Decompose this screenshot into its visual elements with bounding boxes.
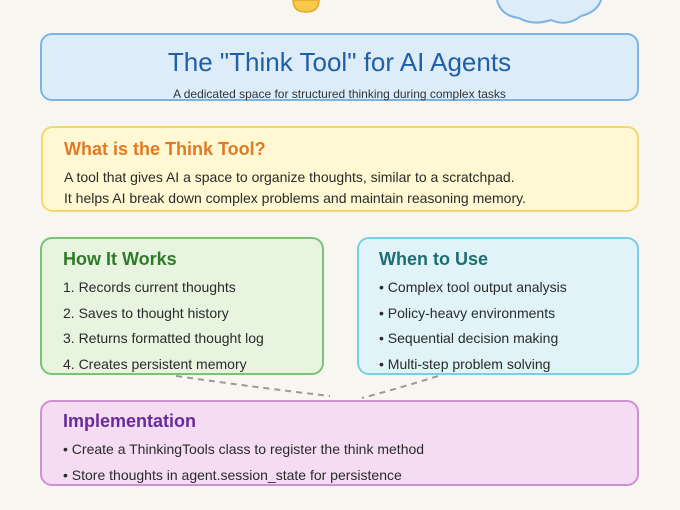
implementation-list: • Create a ThinkingTools class to regist… bbox=[63, 439, 424, 490]
list-item: • Create a ThinkingTools class to regist… bbox=[63, 439, 424, 465]
list-item: • Multi-step problem solving bbox=[379, 354, 567, 380]
list-item: 4. Creates persistent memory bbox=[63, 354, 264, 380]
list-item: • Policy-heavy environments bbox=[379, 303, 567, 329]
list-item: • Store thoughts in agent.session_state … bbox=[63, 465, 424, 491]
what-line-2: It helps AI break down complex problems … bbox=[64, 188, 526, 208]
what-line-1: A tool that gives AI a space to organize… bbox=[64, 167, 515, 187]
implementation-panel: Implementation • Create a ThinkingTools … bbox=[40, 400, 639, 486]
what-is-panel: What is the Think Tool? A tool that give… bbox=[41, 126, 639, 212]
what-heading: What is the Think Tool? bbox=[64, 139, 266, 160]
how-list: 1. Records current thoughts 2. Saves to … bbox=[63, 277, 264, 379]
page-title: The "Think Tool" for AI Agents bbox=[42, 47, 637, 78]
title-panel: The "Think Tool" for AI Agents A dedicat… bbox=[40, 33, 639, 101]
when-list: • Complex tool output analysis • Policy-… bbox=[379, 277, 567, 379]
how-it-works-panel: How It Works 1. Records current thoughts… bbox=[40, 237, 324, 375]
list-item: • Sequential decision making bbox=[379, 328, 567, 354]
list-item: 1. Records current thoughts bbox=[63, 277, 264, 303]
page-subtitle: A dedicated space for structured thinkin… bbox=[42, 87, 637, 101]
when-heading: When to Use bbox=[379, 249, 488, 270]
list-item: • Complex tool output analysis bbox=[379, 277, 567, 303]
when-to-use-panel: When to Use • Complex tool output analys… bbox=[357, 237, 639, 375]
list-item: 3. Returns formatted thought log bbox=[63, 328, 264, 354]
implementation-heading: Implementation bbox=[63, 411, 196, 432]
list-item: 2. Saves to thought history bbox=[63, 303, 264, 329]
how-heading: How It Works bbox=[63, 249, 177, 270]
